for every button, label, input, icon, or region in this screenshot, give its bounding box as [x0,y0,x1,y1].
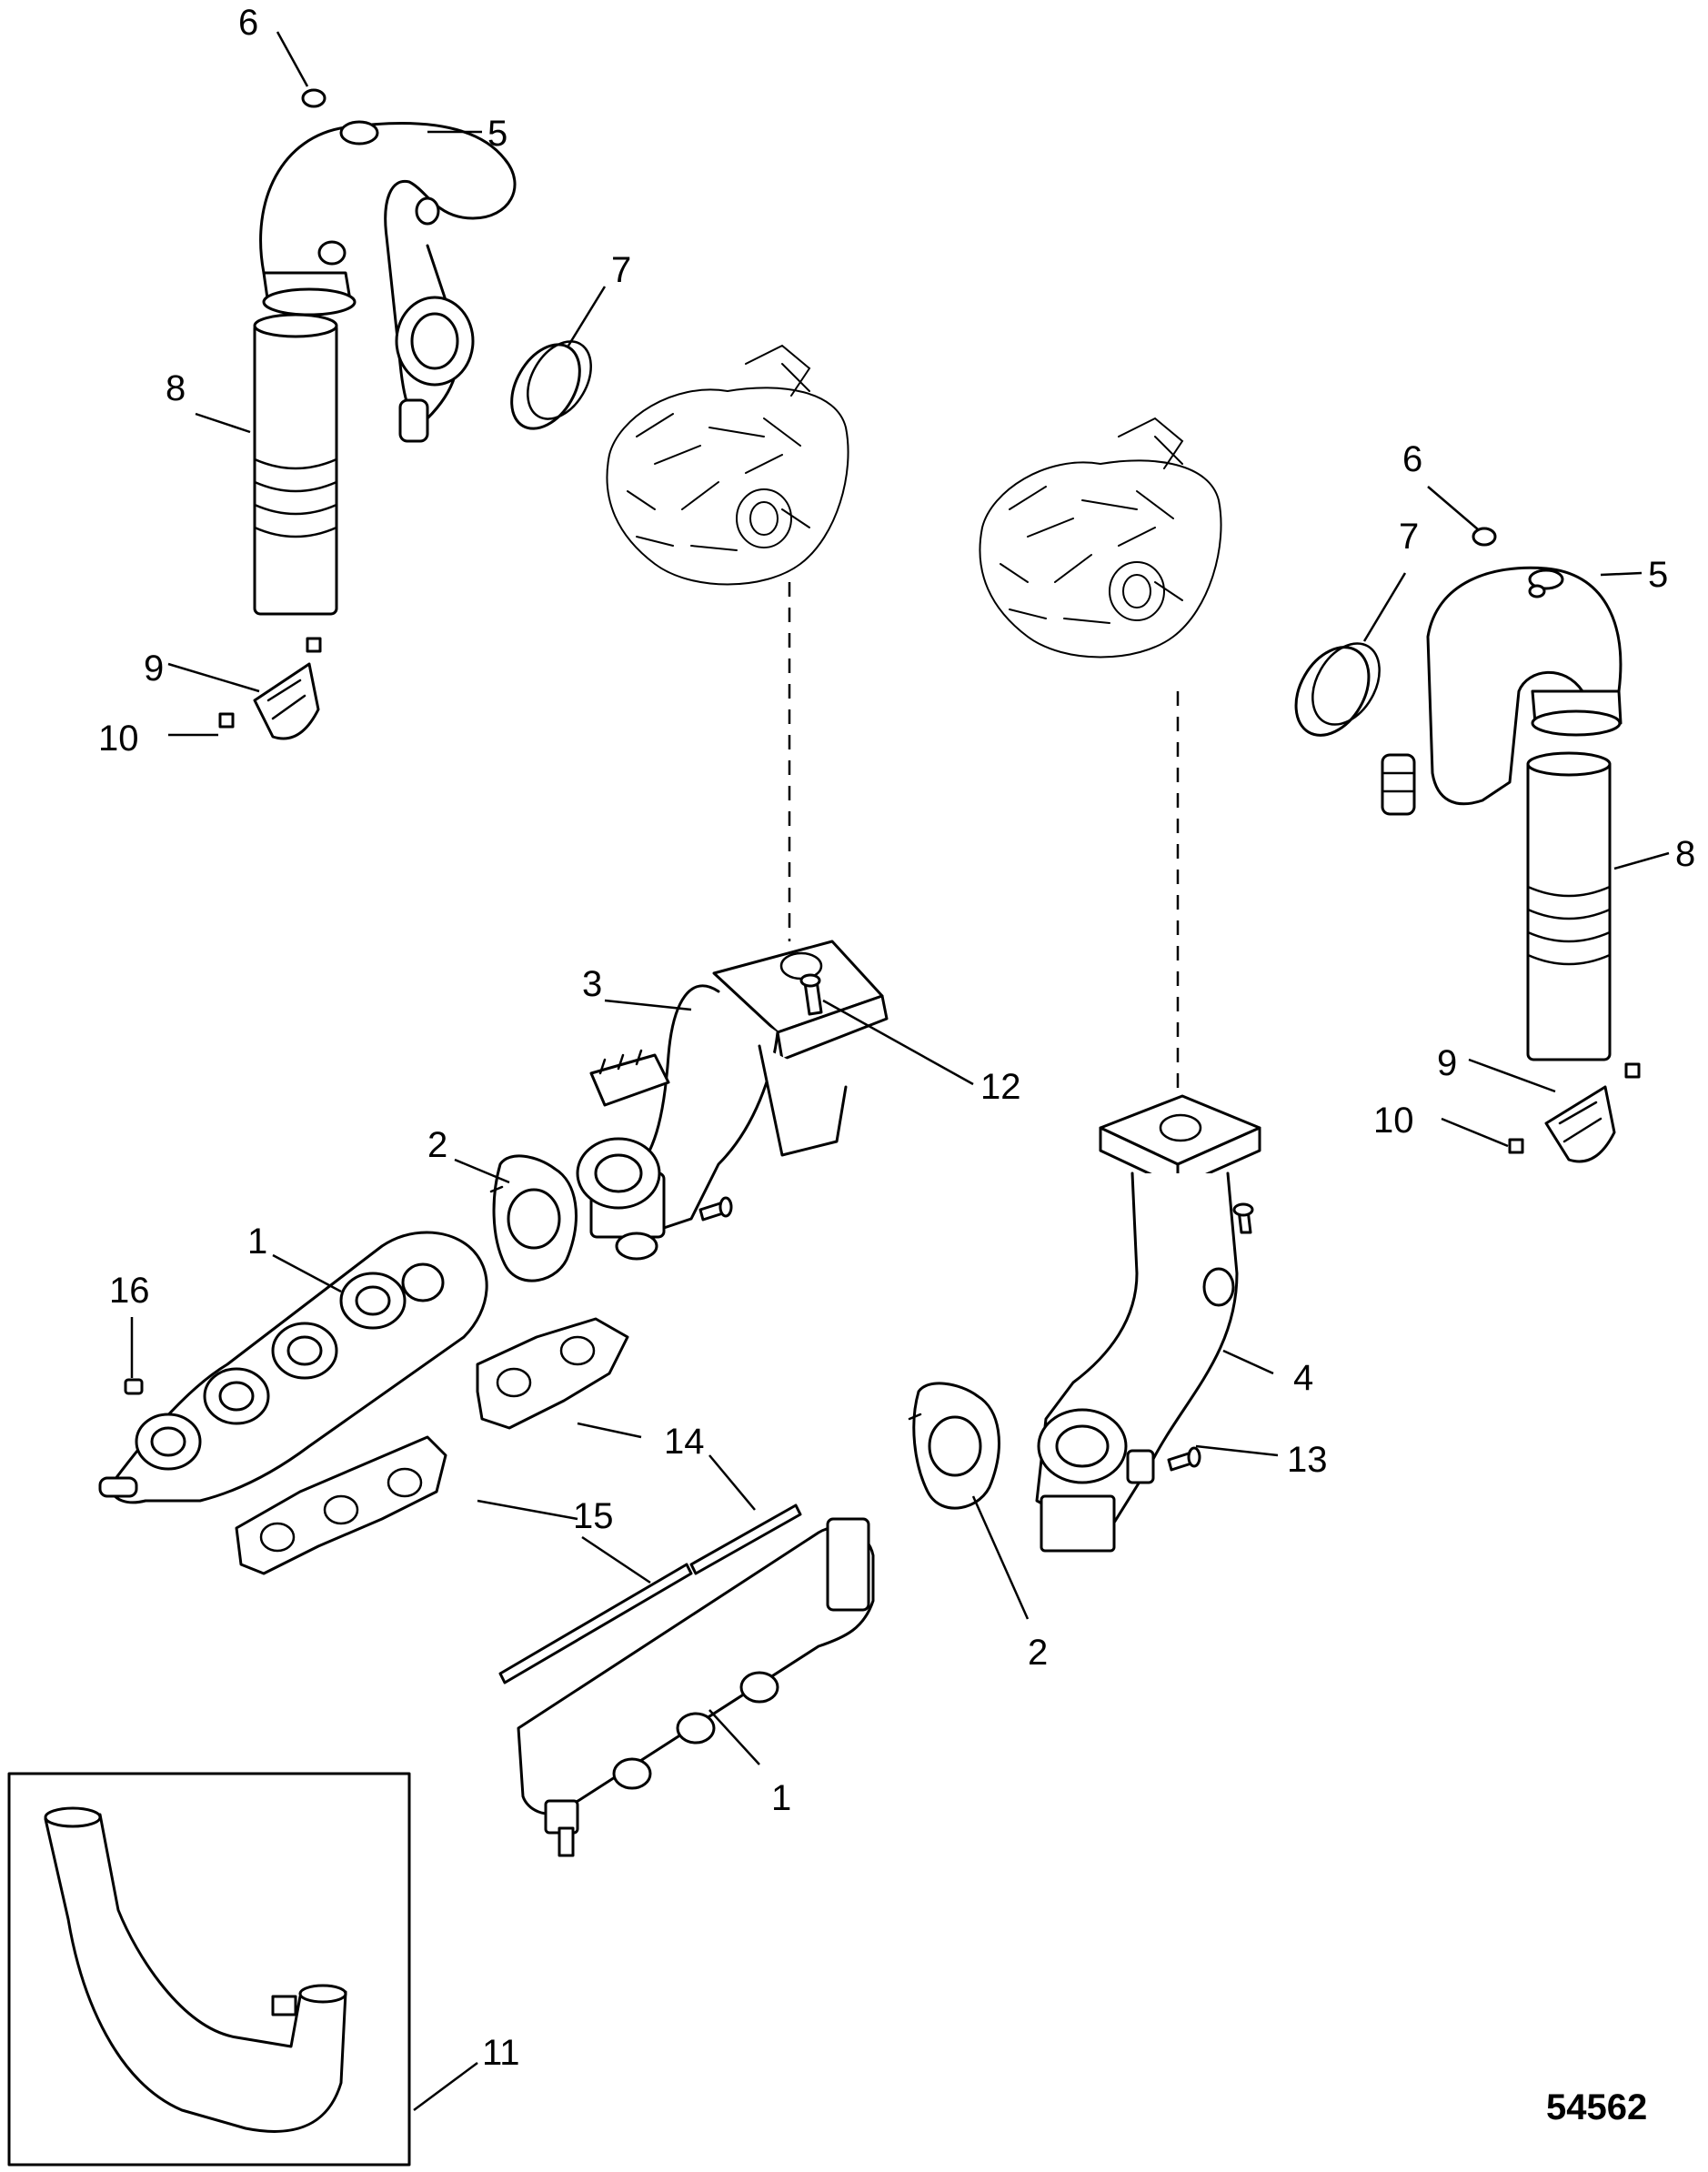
bolt-pipe-left [698,1196,733,1222]
callout-4: 4 [1293,1358,1313,1398]
callout-8-right: 8 [1675,834,1695,874]
callout-15: 15 [573,1496,614,1536]
elbow-left [259,120,517,443]
exhaust-manifold-right [517,1517,875,1857]
callout-16: 16 [109,1271,150,1311]
callout-14: 14 [664,1422,705,1462]
nut-right [1508,1062,1641,1154]
o-ring-left [301,88,327,108]
clamp-right [1544,1085,1616,1163]
callouts: 6 5 7 8 9 10 6 5 7 8 9 10 3 12 2 1 16 14… [98,3,1695,2127]
exhaust-tube-right [1526,751,1612,1061]
leader-lines [130,31,1670,2112]
callout-6-right: 6 [1402,439,1422,479]
callout-7-right: 7 [1399,517,1419,557]
gasket-strips [498,1503,802,1684]
callout-8-left: 8 [166,368,186,408]
bolt-13 [1167,1446,1201,1472]
exhaust-pipe-left [576,940,889,1261]
gasket-right [908,1382,1000,1510]
callout-6-left: 6 [238,3,258,43]
callout-7-left: 7 [611,250,631,290]
figure-number: 54562 [1546,2087,1647,2127]
callout-9-right: 9 [1437,1043,1457,1083]
manifold-gasket-15 [235,1435,447,1575]
o-ring-right [1472,527,1497,547]
clamp-left [253,662,320,740]
callout-9-left: 9 [144,649,164,689]
crossover-pipe [44,1806,347,2133]
inset-box [7,1772,411,2167]
exhaust-pipe-right [1035,1094,1261,1553]
nut-left [218,637,322,729]
callout-5-right: 5 [1648,555,1668,595]
stud-16 [124,1378,144,1395]
callout-12: 12 [980,1067,1021,1107]
callout-5-left: 5 [487,114,507,154]
callout-1-right: 1 [771,1778,791,1818]
coupler-ring-right [1294,642,1381,737]
turbocharger-right [979,417,1222,659]
exhaust-tube-left [253,313,338,616]
callout-10-left: 10 [98,719,139,759]
elbow-right [1381,566,1623,816]
coupler-ring-left [510,340,592,430]
bolt-pipe-right [1232,1202,1254,1234]
callout-10-right: 10 [1373,1101,1414,1141]
callout-2-right: 2 [1028,1633,1048,1673]
gasket-left [489,1154,578,1282]
manifold-gasket-14 [476,1317,629,1430]
callout-13: 13 [1287,1440,1328,1480]
exhaust-manifold-left [98,1231,488,1504]
callout-3: 3 [582,964,602,1004]
turbocharger-left [606,344,849,586]
callout-2-left: 2 [427,1125,447,1165]
callout-11: 11 [482,2033,520,2073]
bolt-12 [799,973,823,1016]
callout-1-left: 1 [247,1222,267,1262]
